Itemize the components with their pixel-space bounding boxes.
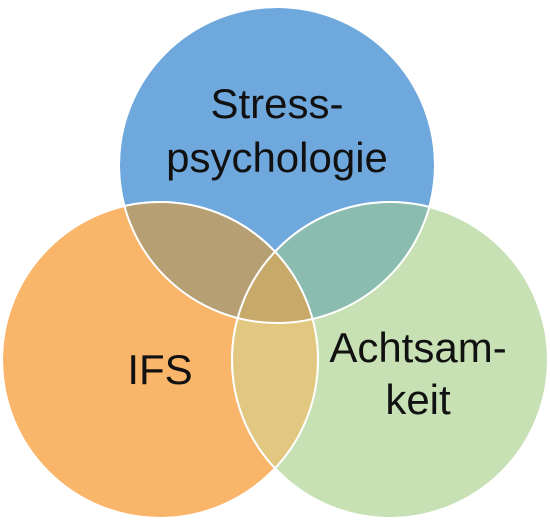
- overlap-stress-achtsamkeit: [232, 202, 435, 323]
- label-stress-line2: psychologie: [166, 134, 388, 181]
- label-achtsamkeit-line2: keit: [385, 376, 451, 423]
- outline-achtsamkeit: [231, 201, 549, 519]
- label-ifs: IFS: [127, 346, 192, 393]
- outline-stress: [118, 6, 436, 324]
- overlap-stress-ifs: [119, 202, 318, 323]
- outline-ifs: [1, 201, 319, 519]
- label-achtsamkeit-line1: Achtsam-: [329, 324, 506, 371]
- label-stress-line1: Stress-: [210, 80, 343, 127]
